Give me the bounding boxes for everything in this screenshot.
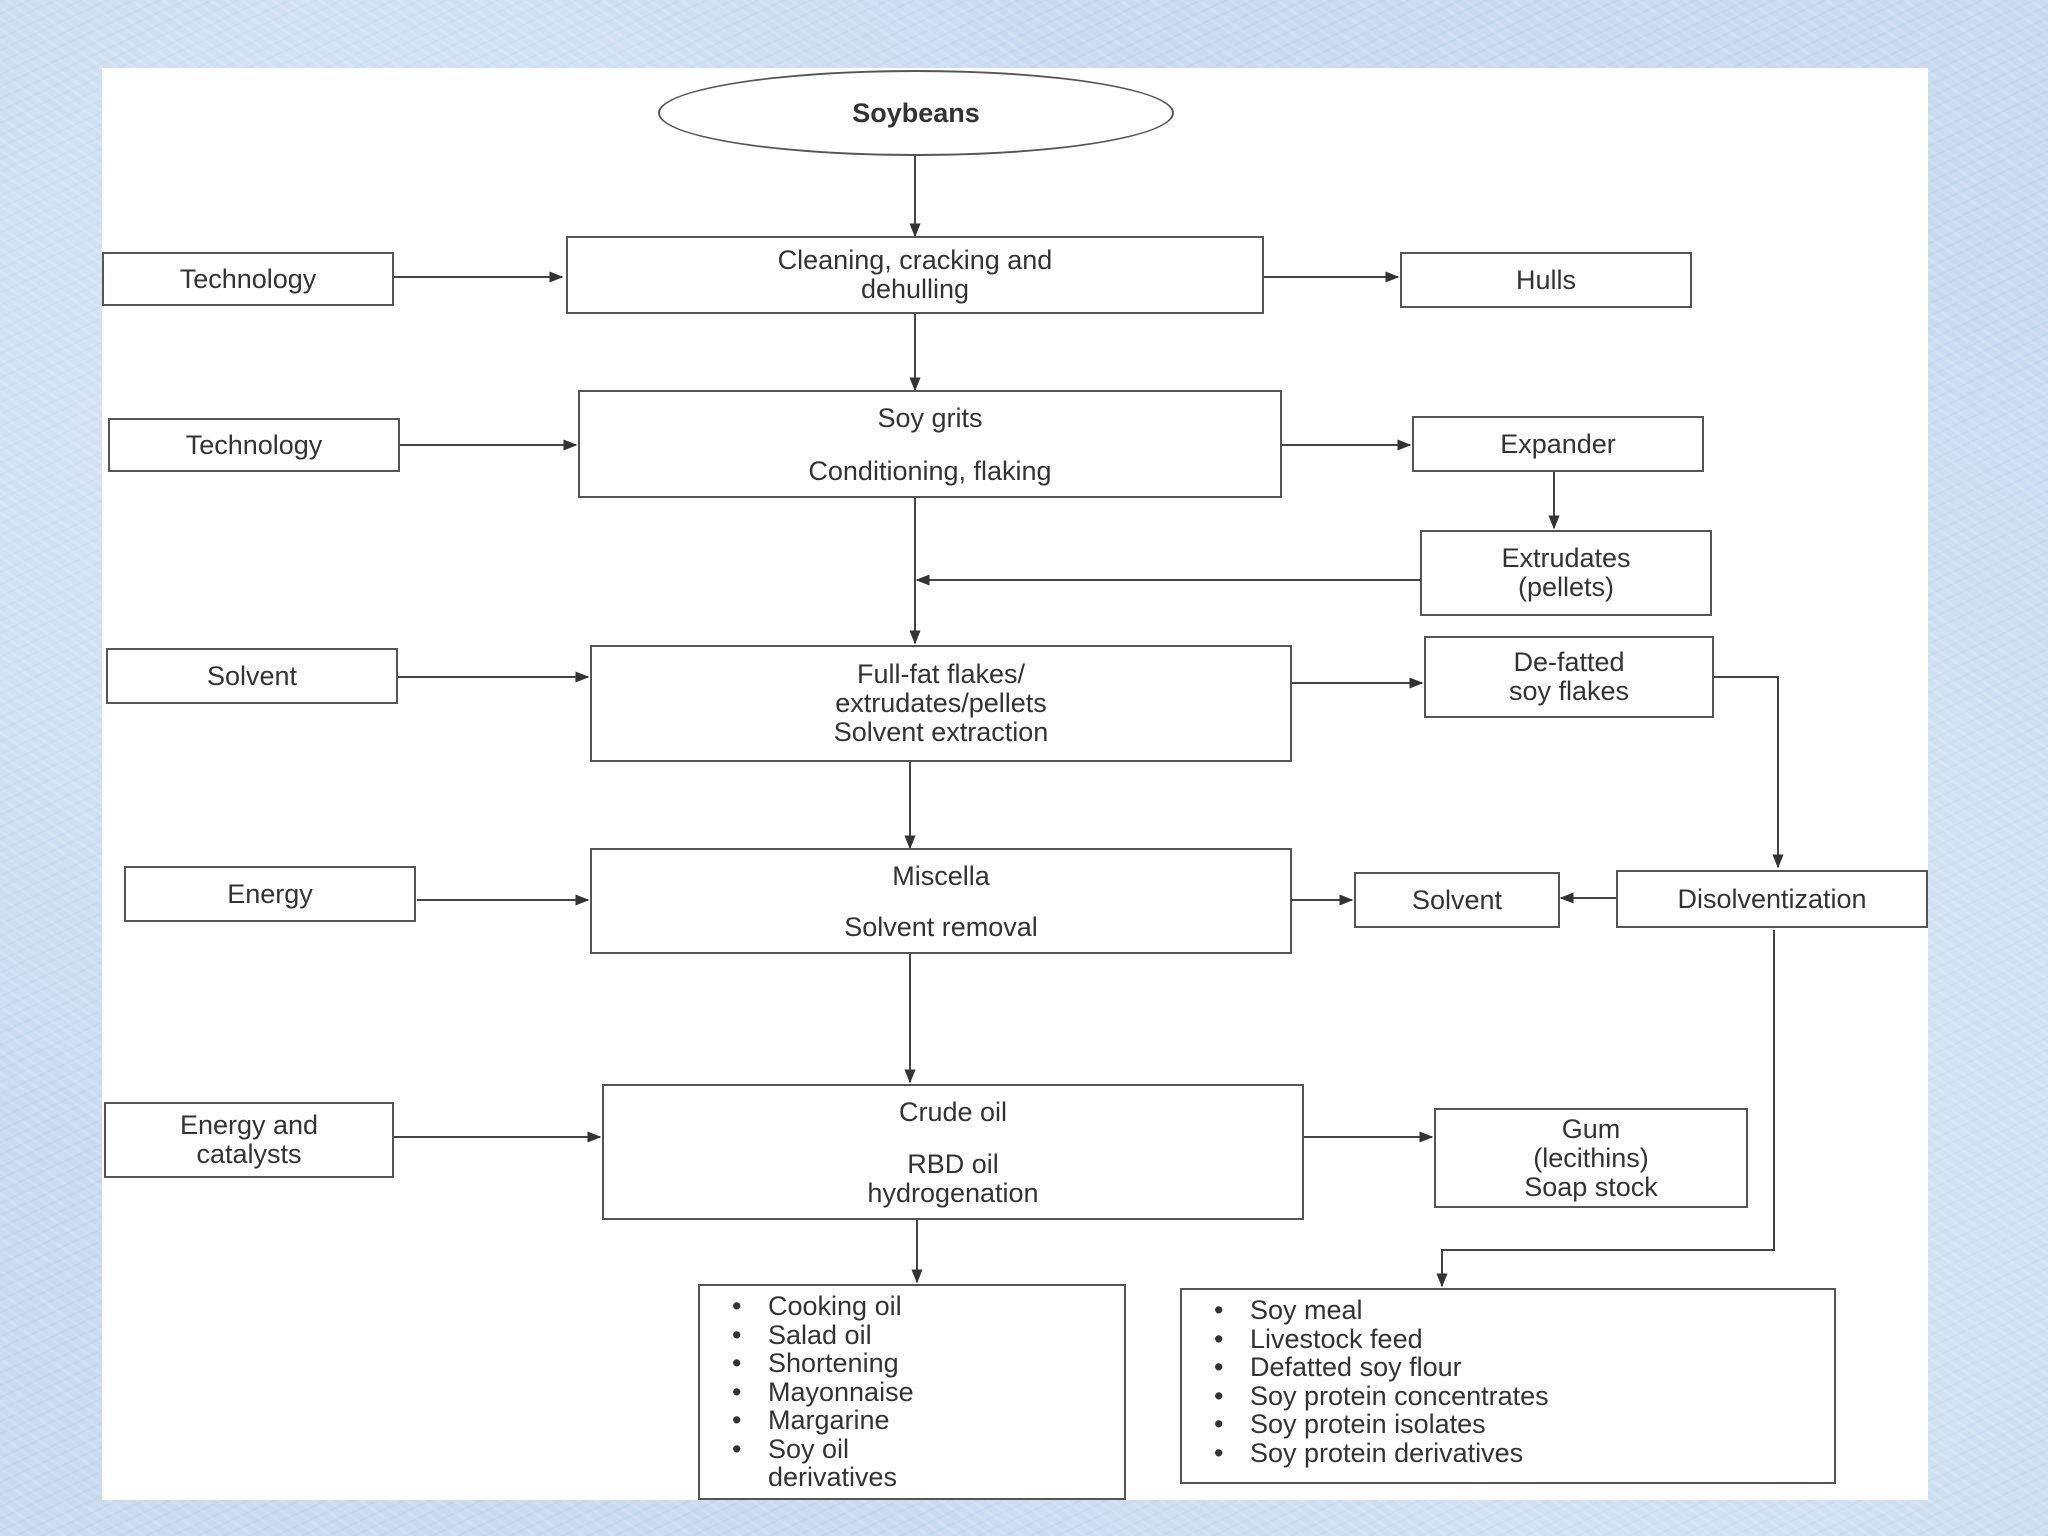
flowchart-canvas: Soybeans Technology Cleaning, cracking a… — [102, 68, 1928, 1500]
meal-product-item: Soy protein concentrates — [1210, 1381, 1824, 1411]
soybeans-node: Soybeans — [658, 70, 1174, 156]
defatted-soy-flakes-node: De-fatted soy flakes — [1424, 636, 1714, 718]
oil-product-item: Soy oil derivatives — [728, 1434, 1114, 1492]
oil-product-item: Mayonnaise — [728, 1377, 1114, 1407]
solvent-output-node: Solvent — [1354, 872, 1560, 928]
energy-input: Energy — [124, 866, 416, 922]
oil-products-list: Cooking oil Salad oil Shortening Mayonna… — [698, 1284, 1126, 1500]
oil-product-item: Margarine — [728, 1406, 1114, 1435]
hulls-node: Hulls — [1400, 252, 1692, 308]
arrow-disolventization-to-meal-products — [1436, 930, 1775, 1288]
full-fat-flakes-node: Full-fat flakes/ extrudates/pellets Solv… — [590, 645, 1292, 762]
miscella-node: Miscella Solvent removal — [590, 848, 1292, 954]
flowchart-connectors — [394, 156, 1784, 1288]
oil-product-item: Cooking oil — [728, 1292, 1114, 1321]
meal-product-item: Soy protein isolates — [1210, 1410, 1824, 1439]
expander-node: Expander — [1412, 416, 1704, 472]
meal-products-list: Soy meal Livestock feed Defatted soy flo… — [1180, 1288, 1836, 1484]
meal-product-item: Defatted soy flour — [1210, 1353, 1824, 1382]
oil-product-item: Shortening — [728, 1349, 1114, 1378]
soy-grits-node: Soy grits Conditioning, flaking — [578, 390, 1282, 498]
disolventization-node: Disolventization — [1616, 870, 1928, 928]
meal-product-item: Soy meal — [1210, 1296, 1824, 1325]
crude-oil-node: Crude oil RBD oil hydrogenation — [602, 1084, 1304, 1220]
technology-input-2: Technology — [108, 418, 400, 472]
solvent-input: Solvent — [106, 648, 398, 704]
arrow-defatted-to-disolventization — [1714, 676, 1784, 869]
technology-input-1: Technology — [102, 252, 394, 306]
energy-and-catalysts-input: Energy and catalysts — [104, 1102, 394, 1178]
meal-product-item: Livestock feed — [1210, 1324, 1824, 1354]
meal-product-item: Soy protein derivatives — [1210, 1438, 1824, 1468]
extrudates-pellets-node: Extrudates (pellets) — [1420, 530, 1712, 616]
cleaning-cracking-dehulling-node: Cleaning, cracking and dehulling — [566, 236, 1264, 314]
gum-soap-stock-node: Gum (lecithins) Soap stock — [1434, 1108, 1748, 1208]
oil-product-item: Salad oil — [728, 1320, 1114, 1350]
